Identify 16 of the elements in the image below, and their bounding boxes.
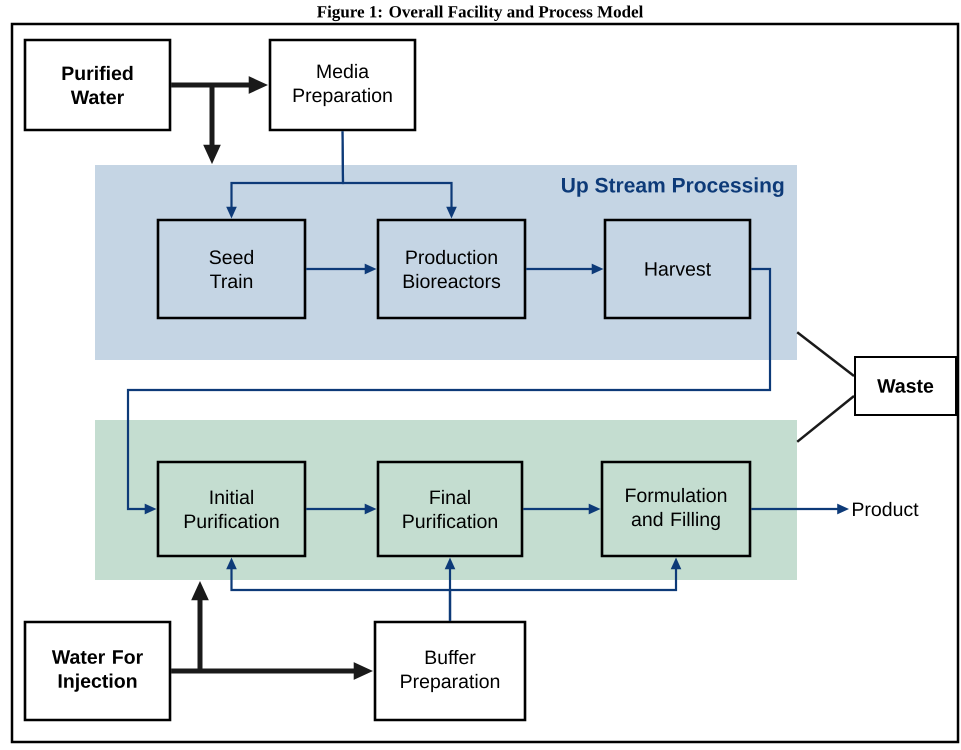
process-box: Harvest: [604, 218, 752, 320]
process-box: Initial Purification: [156, 460, 306, 558]
process-box: Production Bioreactors: [376, 218, 526, 320]
process-box: Final Purification: [376, 460, 524, 558]
process-box: Buffer Preparation: [374, 620, 526, 722]
process-box: Media Preparation: [268, 38, 416, 132]
connector-line: [796, 395, 855, 443]
process-box: Formulation and Filling: [600, 460, 752, 558]
process-box: Water For Injection: [24, 620, 172, 722]
stage-band: [95, 420, 797, 580]
output-label: Product: [853, 502, 918, 516]
process-box: Waste: [854, 356, 957, 416]
process-box: Purified Water: [24, 38, 172, 132]
connector-line: [796, 331, 855, 377]
process-box: Seed Train: [156, 218, 306, 320]
figure-title: Figure 1: Overall Facility and Process Model: [317, 6, 644, 22]
